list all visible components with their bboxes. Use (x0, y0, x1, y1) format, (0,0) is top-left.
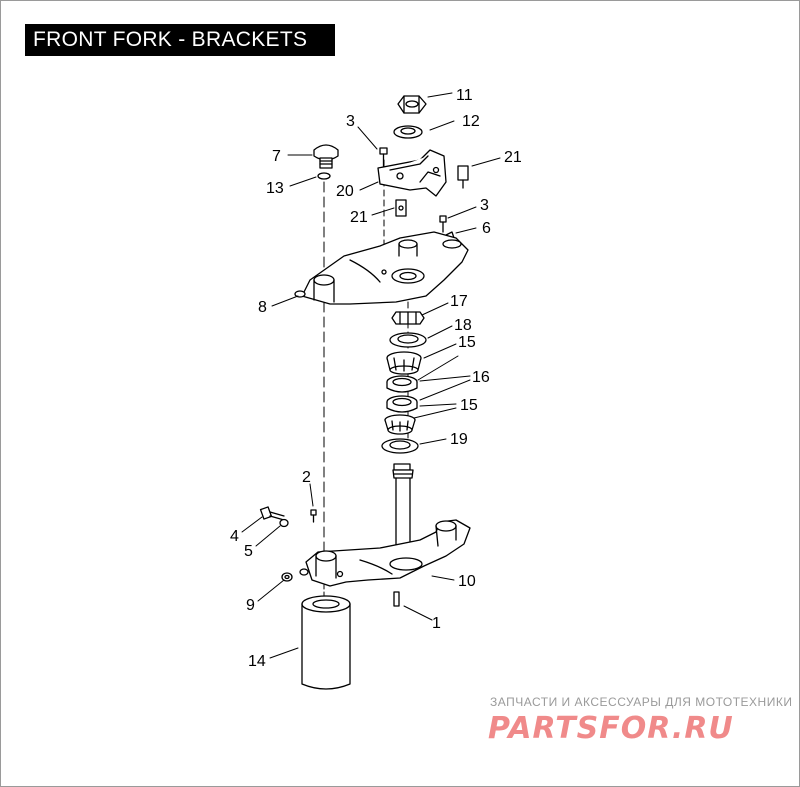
part-race-16-lower (386, 395, 418, 413)
part-bolt-4 (259, 506, 285, 521)
leader-lines (241, 92, 501, 659)
part-bearing-15-lower (384, 414, 416, 435)
part-nut-17 (391, 311, 425, 325)
callout-18: 18 (454, 317, 472, 334)
callout-13: 13 (266, 180, 284, 197)
part-lower-bracket-10 (299, 463, 471, 587)
part-screw-2 (310, 509, 317, 523)
part-clip-21-lower (395, 199, 407, 217)
part-washer-5 (279, 518, 289, 528)
part-upper-bracket-8 (294, 231, 469, 305)
callout-6: 6 (482, 220, 491, 237)
callout-20: 20 (336, 183, 354, 200)
callout-1: 1 (432, 615, 441, 632)
callout-14: 14 (248, 653, 266, 670)
callout-7: 7 (272, 148, 281, 165)
part-oring-13 (317, 172, 331, 180)
part-screw-3-mid (439, 215, 447, 233)
callout-17: 17 (450, 293, 468, 310)
part-cap-7 (313, 144, 339, 169)
callout-21-right: 21 (504, 149, 522, 166)
callout-15-upper: 15 (458, 334, 476, 351)
part-bearing-15-upper (386, 351, 422, 375)
part-clip-21-right (457, 165, 469, 189)
part-fork-cover-14 (301, 595, 351, 690)
callout-9: 9 (246, 597, 255, 614)
callout-11: 11 (456, 87, 473, 104)
part-pin-1 (393, 591, 400, 607)
watermark-tagline: ЗАПЧАСТИ И АКСЕССУАРЫ ДЛЯ МОТОТЕХНИКИ (490, 695, 792, 709)
callout-21-lower: 21 (350, 209, 368, 226)
callout-10: 10 (458, 573, 476, 590)
callout-8: 8 (258, 299, 267, 316)
part-screw-3-top (379, 147, 388, 167)
callout-2: 2 (302, 469, 311, 486)
callout-3-top: 3 (346, 113, 355, 130)
part-washer-12 (393, 125, 423, 139)
part-nut-11 (397, 95, 427, 114)
callout-5: 5 (244, 543, 253, 560)
callout-16: 16 (472, 369, 490, 386)
callout-3-mid: 3 (480, 197, 489, 214)
diagram-title: FRONT FORK - BRACKETS (25, 24, 335, 56)
callout-15-lower: 15 (460, 397, 478, 414)
callout-labels: 11 12 3 21 20 21 7 13 3 6 8 17 18 15 16 … (230, 87, 522, 670)
part-washer-18 (389, 332, 427, 348)
part-bracket-20 (377, 149, 447, 197)
watermark-logo: PARTSFOR.RU (488, 711, 734, 746)
callout-4: 4 (230, 528, 239, 545)
part-seal-19 (381, 438, 419, 454)
callout-12: 12 (462, 113, 480, 130)
part-race-16-upper (386, 375, 418, 393)
part-washer-9 (281, 572, 293, 582)
callout-19: 19 (450, 431, 468, 448)
